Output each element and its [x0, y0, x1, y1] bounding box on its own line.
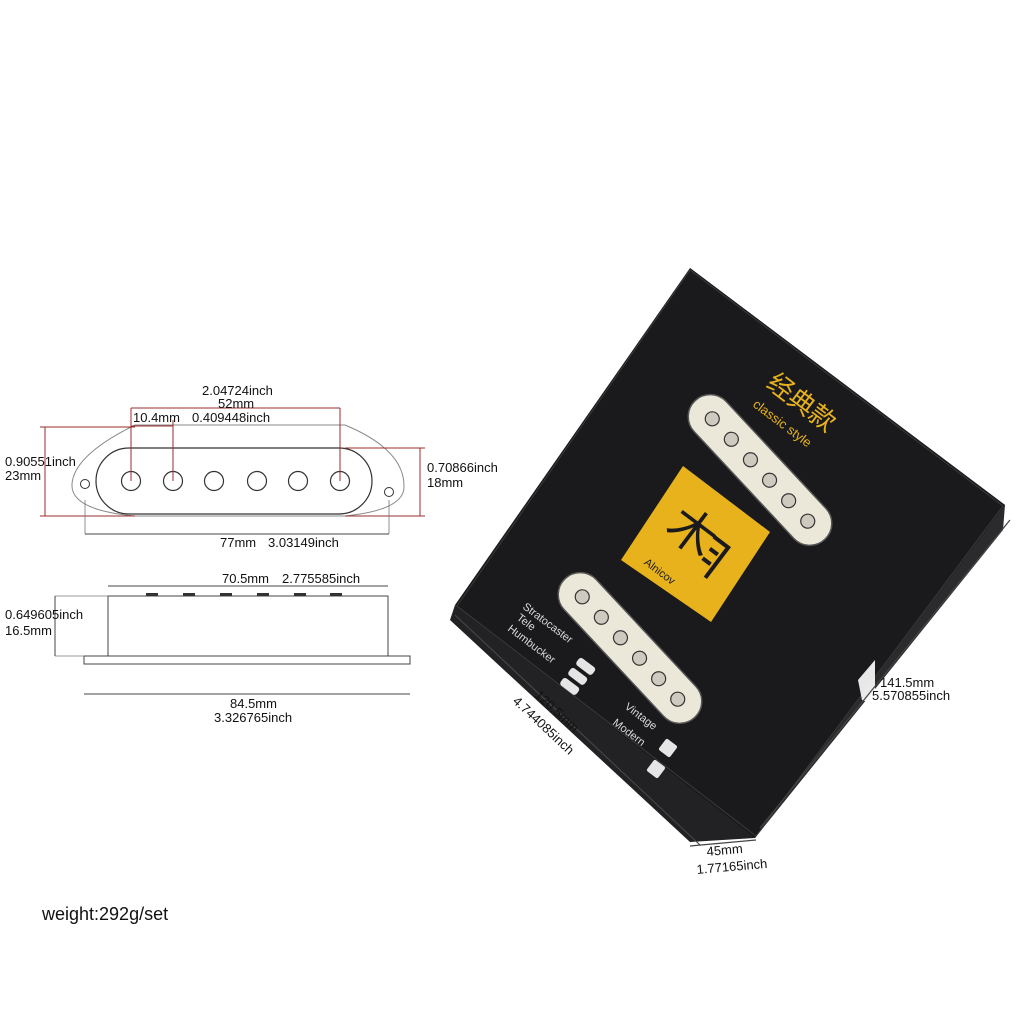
pickup-side-base [83, 655, 411, 665]
dim-pole-inch: 0.409448inch [192, 410, 270, 425]
side-pole-tops [146, 593, 342, 596]
voicing-checkboxes [646, 738, 678, 779]
weight-label: weight:292g/set [42, 904, 169, 924]
dim-side-height-mm: 16.5mm [5, 623, 52, 638]
mount-hole-right [384, 487, 394, 497]
pickup-side-body [107, 595, 389, 657]
pickup-top-cover [95, 447, 373, 515]
pickup-drawings: 2.04724inch 52mm 10.4mm 0.409448inch 0.9… [5, 383, 498, 725]
dim-side-base-inch: 3.326765inch [214, 710, 292, 725]
dim-height-mm: 23mm [5, 468, 41, 483]
dim-inner-height-inch: 0.70866inch [427, 460, 498, 475]
pole-pieces [120, 470, 351, 492]
dim-side-top-mm: 70.5mm [222, 571, 269, 586]
box-pickup-upper [687, 393, 833, 547]
dim-box-depth-mm: 45mm [706, 841, 743, 859]
box-pickup-lower [557, 571, 703, 725]
dim-length-inch: 3.03149inch [268, 535, 339, 550]
dim-side-top-inch: 2.775585inch [282, 571, 360, 586]
dim-side-height-inch: 0.649605inch [5, 607, 83, 622]
dim-outer-mm: 52mm [218, 396, 254, 411]
dim-box-length-mm: 141.5mm [880, 675, 934, 690]
type-checkboxes [560, 657, 596, 695]
dim-inner-height-mm: 18mm [427, 475, 463, 490]
dim-outer-inch: 2.04724inch [202, 383, 273, 398]
dim-pole-mm: 10.4mm [133, 410, 180, 425]
box-bottom-face [450, 605, 755, 842]
dim-height-inch: 0.90551inch [5, 454, 76, 469]
brand-logo-gold [621, 466, 770, 622]
mount-hole-left [80, 479, 90, 489]
dim-box-length-inch: 5.570855inch [872, 688, 950, 703]
dim-box-depth-inch: 1.77165inch [696, 856, 768, 877]
dim-side-base-mm: 84.5mm [230, 696, 277, 711]
dim-length-mm: 77mm [220, 535, 256, 550]
